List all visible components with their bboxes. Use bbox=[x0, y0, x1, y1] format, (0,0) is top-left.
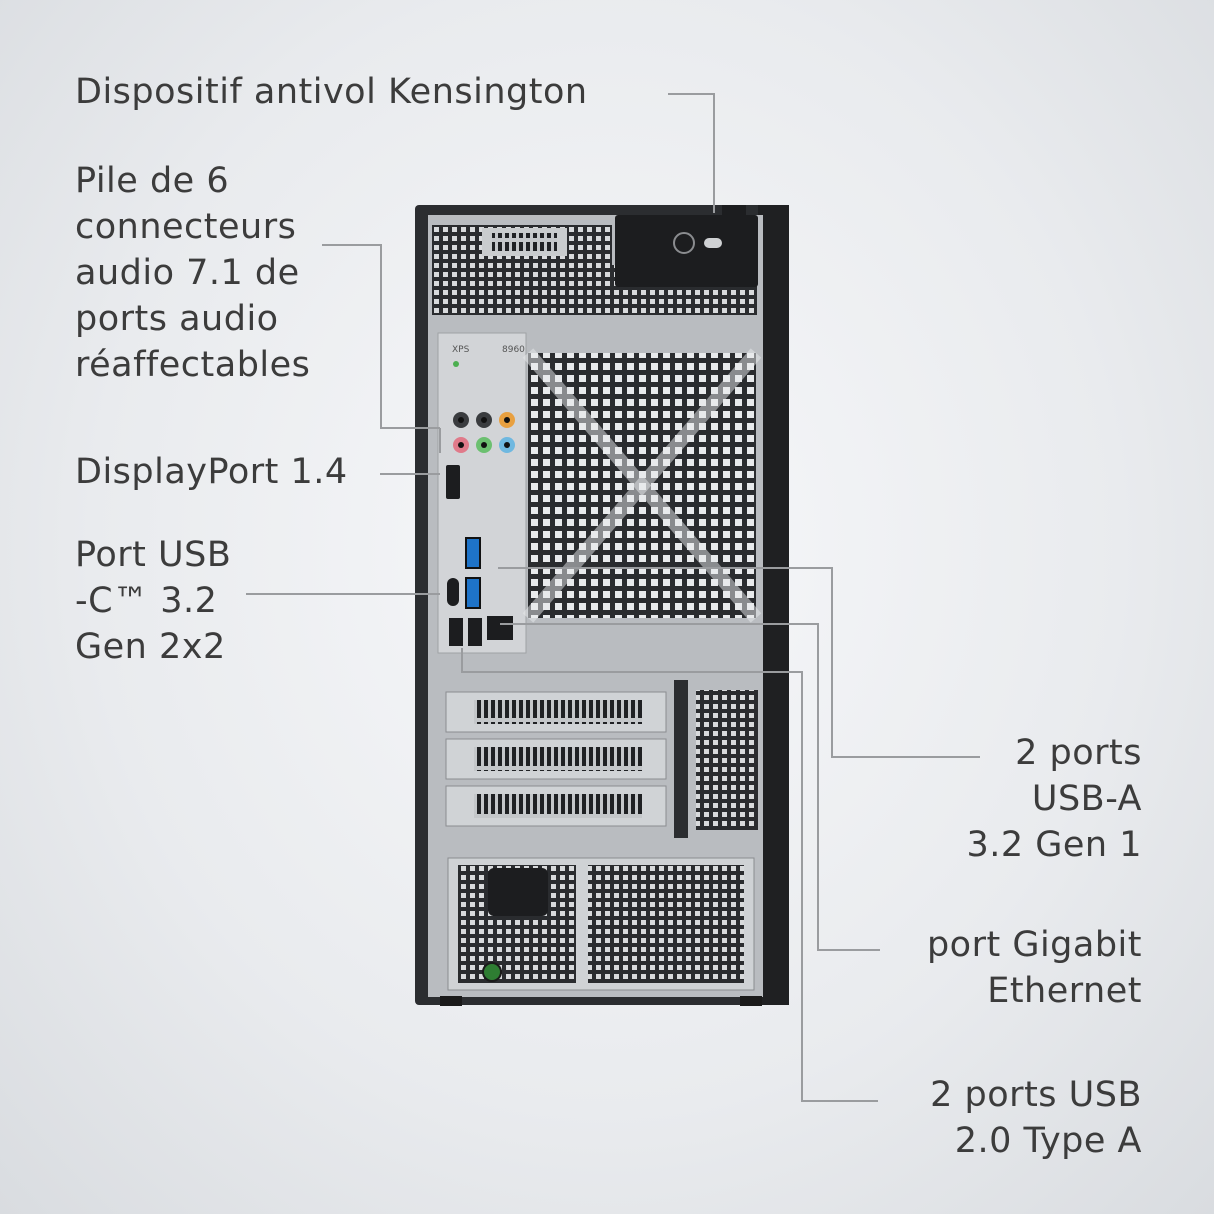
callout-usb-20: 2 ports USB 2.0 Type A bbox=[930, 1075, 1142, 1161]
callout-kensington: Dispositif antivol Kensington bbox=[75, 72, 588, 112]
brand-text: XPS bbox=[452, 345, 470, 355]
power-inlet[interactable] bbox=[488, 868, 548, 916]
callout-usb-a-32: 2 ports USB-A 3.2 Gen 1 bbox=[966, 733, 1142, 865]
callout-usb-c: Port USB -C™ 3.2 Gen 2x2 bbox=[75, 535, 232, 667]
usb-a-32-port-top[interactable] bbox=[465, 537, 481, 569]
leader-lines bbox=[246, 93, 980, 1102]
callout-gigabit-ethernet: port Gigabit Ethernet bbox=[926, 925, 1142, 1011]
ethernet-port[interactable] bbox=[487, 616, 513, 640]
usb-20-port-right[interactable] bbox=[468, 618, 482, 646]
kensington-lock bbox=[615, 205, 758, 287]
audio-jack-stack[interactable] bbox=[453, 412, 515, 453]
io-panel: XPS 8960 bbox=[437, 332, 527, 654]
fan-grille bbox=[522, 348, 762, 623]
expansion-slots bbox=[445, 680, 758, 838]
callout-displayport: DisplayPort 1.4 bbox=[75, 452, 348, 492]
usb-c-port[interactable] bbox=[447, 578, 459, 606]
displayport-port[interactable] bbox=[446, 465, 460, 499]
usb-a-32-port-bottom[interactable] bbox=[465, 577, 481, 609]
model-text: 8960 bbox=[502, 345, 525, 355]
callout-audio-stack: Pile de 6 connecteurs audio 7.1 de ports… bbox=[75, 161, 311, 385]
power-supply bbox=[447, 857, 755, 991]
usb-20-port-left[interactable] bbox=[449, 618, 463, 646]
